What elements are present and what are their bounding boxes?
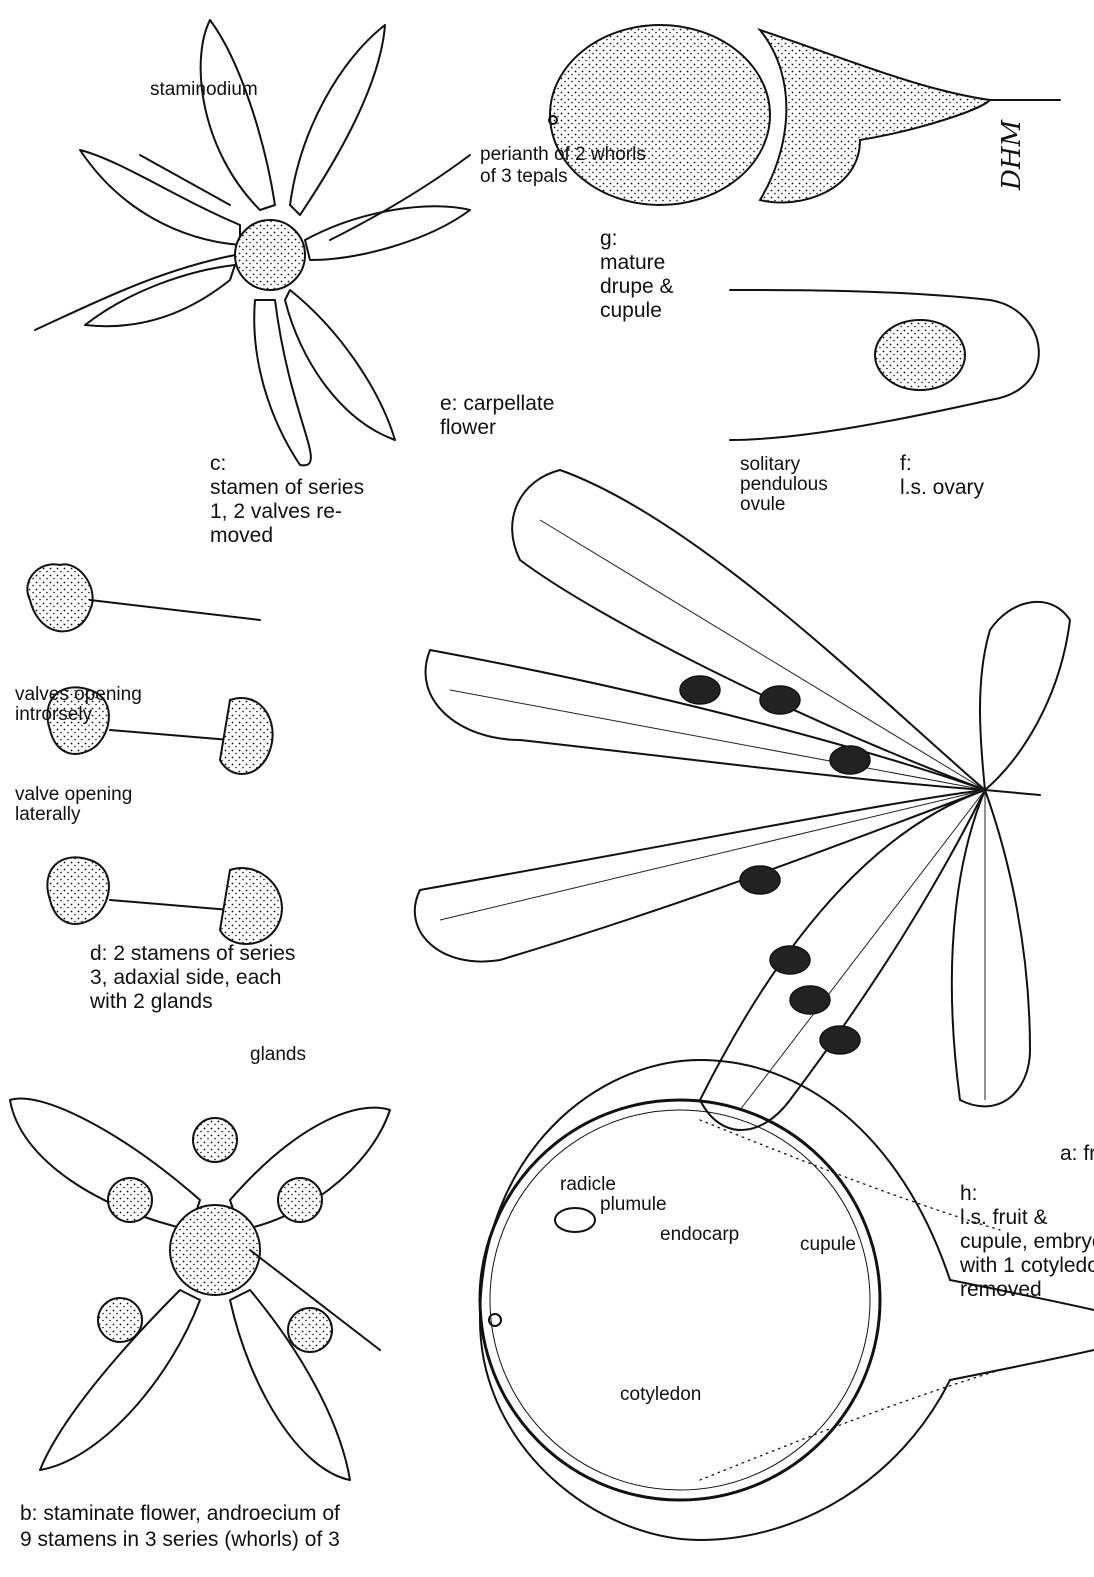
label-cupule: cupule [800,1234,856,1255]
caption-a: a: fruiting branchlet [1060,1142,1094,1165]
caption-d-3: with 2 glands [89,990,213,1013]
label-cotyledon: cotyledon [620,1384,701,1405]
caption-h-4: with 1 cotyledon [959,1254,1094,1277]
stamens-drawing [27,564,282,944]
label-endocarp: endocarp [660,1224,739,1245]
ovary-section-drawing [730,290,1039,440]
caption-h-3: cupule, embryo [960,1230,1094,1253]
caption-c-4: moved [210,524,273,547]
caption-f-1: f: [900,452,912,475]
label-valves-introrse-1: valves opening [15,684,142,705]
signature: DHM [997,118,1027,191]
caption-f-2: l.s. ovary [900,476,985,499]
caption-e-2: flower [440,416,496,439]
label-perianth-2: of 3 tepals [480,166,568,187]
caption-b-1: b: staminate flower, androecium of [20,1502,340,1525]
label-radicle: radicle [560,1174,616,1195]
caption-g-4: cupule [600,299,662,322]
label-valves-introrse-2: introrsely [15,704,93,725]
caption-b-2: 9 stamens in 3 series (whorls) of 3 [20,1528,340,1551]
label-ovule-2: pendulous [740,474,828,495]
label-plumule: plumule [600,1194,667,1215]
caption-d-2: 3, adaxial side, each [90,966,281,989]
fruiting-branchlet-drawing [415,470,1070,1130]
caption-h-2: l.s. fruit & [960,1206,1048,1229]
caption-c-3: 1, 2 valves re- [210,500,342,523]
label-ovule-3: ovule [740,494,785,515]
label-perianth-1: perianth of 2 whorls [480,144,646,165]
staminate-flower-drawing [10,1098,390,1480]
label-valve-lateral-1: valve opening [15,784,132,805]
label-ovule-1: solitary [740,454,801,475]
drupe-cupule-drawing [549,25,1060,205]
caption-g-2: mature [600,251,665,274]
caption-h-5: removed [960,1278,1042,1301]
label-staminodium: staminodium [150,79,258,100]
caption-e-1: e: carpellate [440,392,554,415]
caption-g-3: drupe & [600,275,674,298]
caption-c-2: stamen of series [210,476,364,499]
caption-c-1: c: [210,452,226,475]
caption-g-1: g: [600,227,618,250]
caption-d-1: d: 2 stamens of series [90,942,295,965]
label-glands: glands [250,1044,306,1065]
label-valve-lateral-2: laterally [15,804,81,825]
caption-h-1: h: [960,1182,978,1205]
